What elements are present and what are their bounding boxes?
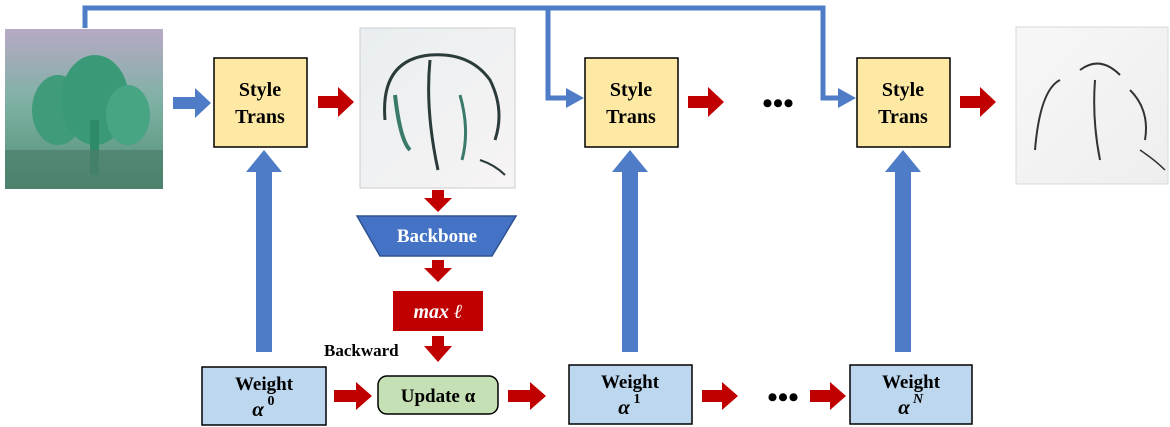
loss-label: max ℓ — [413, 301, 462, 323]
update-alpha-box[interactable]: Update α — [377, 375, 499, 415]
input-image — [5, 29, 163, 189]
final-image — [1015, 26, 1169, 185]
alpha-superscript-1: 1 — [634, 392, 641, 407]
style-trans-box-3[interactable]: Style Trans — [856, 57, 951, 148]
style-trans-box-2[interactable]: Style Trans — [584, 57, 679, 148]
backward-label: Backward — [324, 341, 399, 360]
alpha-symbol-1: α — [618, 395, 630, 419]
blue-up-arrow-n — [885, 150, 921, 352]
red-down-arrow-3 — [424, 336, 452, 362]
blue-up-arrow-0 — [246, 150, 282, 352]
backbone-label: Backbone — [397, 226, 477, 247]
weight-box-0[interactable]: Weight α 0 — [201, 366, 327, 426]
red-down-arrow-2 — [424, 260, 452, 282]
blue-arrow-input — [173, 88, 211, 118]
skip-arrowhead-1 — [566, 88, 584, 108]
skip-line-branch — [545, 8, 568, 101]
trans-label-3: Trans — [878, 106, 928, 128]
ellipsis-top: ••• — [762, 87, 794, 120]
red-arrow-1 — [318, 87, 354, 117]
red-arrow-weight1-dots — [702, 382, 738, 410]
red-arrow-2 — [688, 87, 724, 117]
red-arrow-dots-weightN — [810, 382, 846, 410]
style-trans-box-1[interactable]: Style Trans — [213, 57, 308, 148]
skip-connections — [82, 5, 840, 101]
stylized-image — [359, 27, 516, 189]
style-label-2: Style — [610, 79, 652, 101]
alpha-superscript-0: 0 — [268, 394, 275, 409]
loss-box[interactable]: max ℓ — [393, 291, 483, 331]
red-down-arrow-1 — [424, 190, 452, 212]
weight-box-1[interactable]: Weight α 1 — [568, 364, 693, 425]
style-label-3: Style — [882, 79, 924, 101]
skip-line-main — [82, 5, 840, 101]
alpha-symbol-n: α — [898, 395, 910, 419]
red-arrow-3 — [960, 87, 996, 117]
red-arrow-update-weight1 — [508, 382, 546, 410]
red-arrow-weight0-update — [334, 382, 372, 410]
update-label: Update α — [401, 386, 476, 407]
style-label-1: Style — [239, 79, 281, 101]
weight-label-n: Weight — [882, 372, 941, 393]
alpha-superscript-n: N — [912, 392, 924, 407]
backbone-block[interactable]: Backbone — [355, 215, 518, 257]
alpha-symbol-0: α — [252, 397, 264, 421]
trans-label-2: Trans — [606, 106, 656, 128]
weight-label-1: Weight — [601, 372, 660, 393]
blue-up-arrow-1 — [612, 150, 648, 352]
trans-label-1: Trans — [235, 106, 285, 128]
weight-label-0: Weight — [235, 374, 294, 395]
weight-box-n[interactable]: Weight α N — [849, 364, 973, 425]
skip-arrowhead-2 — [838, 88, 856, 108]
ellipsis-bottom: ••• — [767, 381, 799, 414]
